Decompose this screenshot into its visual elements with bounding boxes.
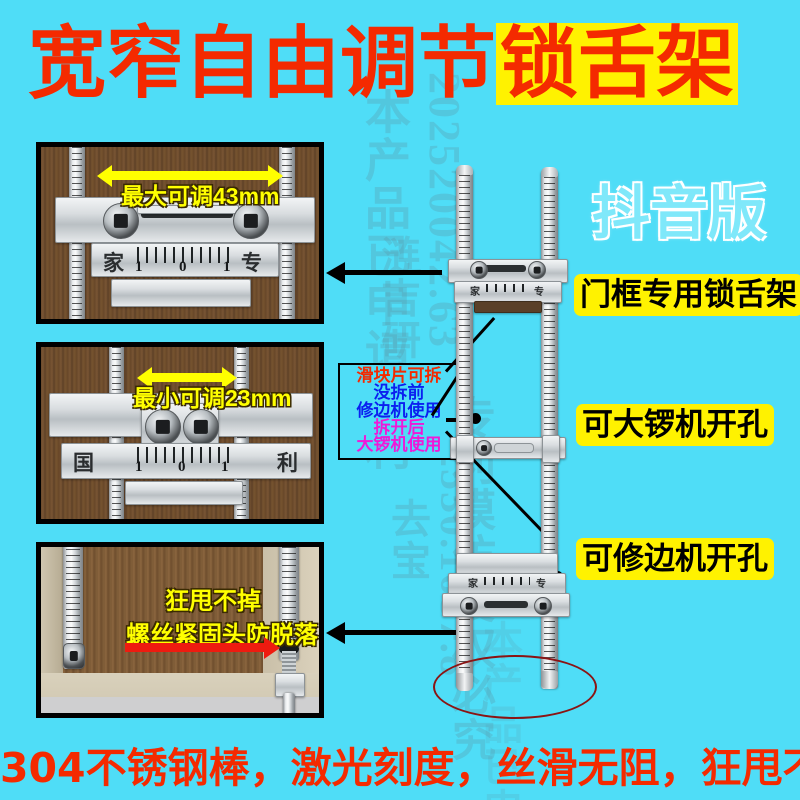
engraving-right: 专 [241,252,262,275]
screw-head-left [63,643,85,669]
label-trimmer: 可修边机开孔 [576,538,774,580]
title-highlight-text: 锁舌架 [496,23,739,105]
callout-line-1: 滑块片可拆 [356,366,442,385]
title-plain-text: 宽窄自由调节 [28,19,497,109]
product-assembly: 家 专 家 专 [440,165,570,705]
min-adjust-label: 最小可调23mm [133,385,292,411]
hex-bolt-left [103,203,139,239]
hex-bolt-left [145,409,181,445]
middle-slider-plate [450,435,566,463]
label-big-router: 可大锣机开孔 [576,404,774,446]
engraving-right: 利 [277,452,298,475]
max-adjust-label: 最大可调43mm [121,183,280,209]
label-door-frame: 门框专用锁舌架 [574,274,800,316]
callout-box-slider: 滑块片可拆 没拆前 修边机使用 拆开后 大锣机使用 [338,363,460,460]
scale-label-right: 1 [221,459,229,475]
scale-label-right: 1 [223,259,231,275]
scale-label-left: 1 [135,259,143,275]
photo-max-adjust: 1 0 1 家 专 最大可调43mm [36,142,324,324]
photo-anti-drop: 狂甩不掉 螺丝紧固头防脱落 [36,542,324,718]
page-title: 宽窄自由调节锁舌架 [28,18,739,110]
callout-line-4: 拆开后 [373,417,425,437]
min-adjust-arrow [151,373,223,382]
scale-label-center: 0 [179,259,187,275]
callout-line-3: 修边机使用 [356,400,442,420]
scale-label-left: 1 [135,459,143,475]
callout-line-2: 没拆前 [373,383,425,403]
max-adjust-arrow [111,171,269,180]
anti-drop-arrow [125,643,265,652]
engraving-left: 家 [103,252,124,275]
pointer-arrow-top [344,270,442,275]
pointer-arrow-bottom [344,630,462,635]
callout-line-5: 大锣机使用 [356,435,442,455]
footer-slogan: 304不锈钢棒，激光刻度，丝滑无阻，狂甩不掉 [0,744,800,792]
hex-bolt-right [233,203,269,239]
edition-badge: 抖音版 [592,181,767,246]
scale-label-center: 0 [178,459,186,475]
anti-drop-label-1: 狂甩不掉 [165,588,261,615]
hex-bolt-right [183,409,219,445]
watermark-extra-left: 去宝 [385,498,429,582]
top-bracket: 家 专 [448,257,568,315]
photo-min-adjust: 1 0 1 国 利 最小可调23mm [36,342,324,524]
leader-dot-upper [470,413,481,424]
engraving-left: 国 [73,452,94,475]
bottom-bracket: 家 专 [442,553,570,619]
highlight-ellipse-rod-ends [433,655,597,719]
